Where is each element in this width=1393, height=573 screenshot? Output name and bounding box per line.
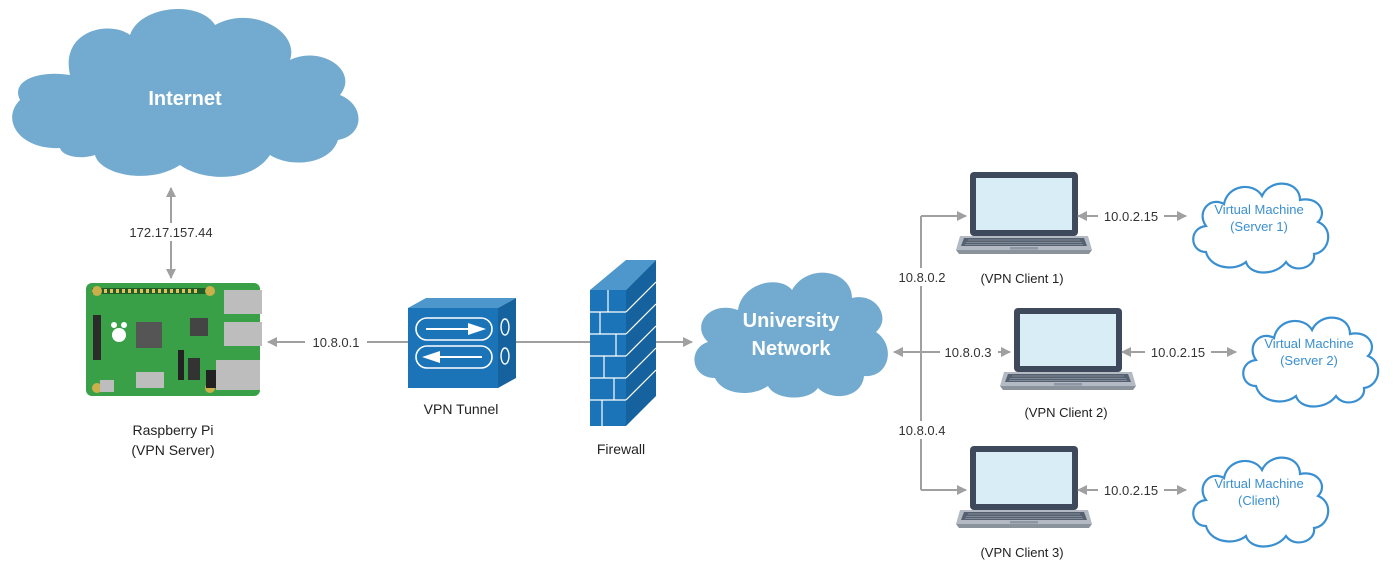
university-network-label: University (743, 310, 841, 332)
client3-vm-ip-label: 10.0.2.15 (1104, 483, 1158, 498)
client2-label: (VPN Client 2) (1024, 405, 1107, 420)
client2-vpn-ip-label: 10.8.0.3 (945, 345, 992, 360)
client1-vm-role-label: (Server 1) (1230, 219, 1288, 234)
client2-vm-ip-label: 10.0.2.15 (1151, 345, 1205, 360)
client2-vpn-ip-bg (940, 343, 998, 361)
internet-cloud-icon (12, 8, 359, 177)
client2-vm-label: Virtual Machine (1264, 336, 1353, 351)
vpn-tunnel-label: VPN Tunnel (424, 401, 499, 417)
client1-laptop-icon (955, 171, 1093, 255)
internet-pi-ip-label: 172.17.157.44 (129, 225, 212, 240)
vpn-tunnel-icon (408, 298, 516, 388)
internet-label: Internet (148, 88, 222, 110)
pi-tunnel-label-bg (305, 333, 367, 351)
raspberry-pi-icon (86, 283, 262, 396)
internet-pi-label-bg (120, 223, 222, 241)
client1-vm-ip-label: 10.0.2.15 (1104, 209, 1158, 224)
raspberry-pi-role-label: (VPN Server) (131, 442, 214, 458)
firewall-label: Firewall (597, 441, 645, 457)
client3-vpn-ip-label: 10.8.0.4 (899, 423, 946, 438)
university-network-label-line2: Network (752, 338, 832, 360)
client3-vm-label: Virtual Machine (1214, 476, 1303, 491)
university-network-cloud-icon (694, 272, 888, 398)
firewall-icon (590, 260, 657, 426)
client2-vm-ip-bg (1145, 343, 1211, 361)
client1-vpn-ip-label: 10.8.0.2 (899, 270, 946, 285)
client1-label: (VPN Client 1) (980, 271, 1063, 286)
client1-vm-ip-bg (1098, 207, 1164, 225)
client1-vpn-ip-bg (895, 268, 949, 286)
client3-vm-ip-bg (1098, 481, 1164, 499)
raspberry-pi-label: Raspberry Pi (133, 422, 214, 438)
client2-laptop-icon (999, 307, 1137, 391)
pi-tunnel-ip-label: 10.8.0.1 (313, 335, 360, 350)
client1-vm-label: Virtual Machine (1214, 202, 1303, 217)
client3-vm-role-label: (Client) (1238, 493, 1280, 508)
client3-vpn-ip-bg (895, 421, 949, 439)
client3-laptop-icon (955, 445, 1093, 529)
client3-label: (VPN Client 3) (980, 545, 1063, 560)
client2-vm-role-label: (Server 2) (1280, 353, 1338, 368)
